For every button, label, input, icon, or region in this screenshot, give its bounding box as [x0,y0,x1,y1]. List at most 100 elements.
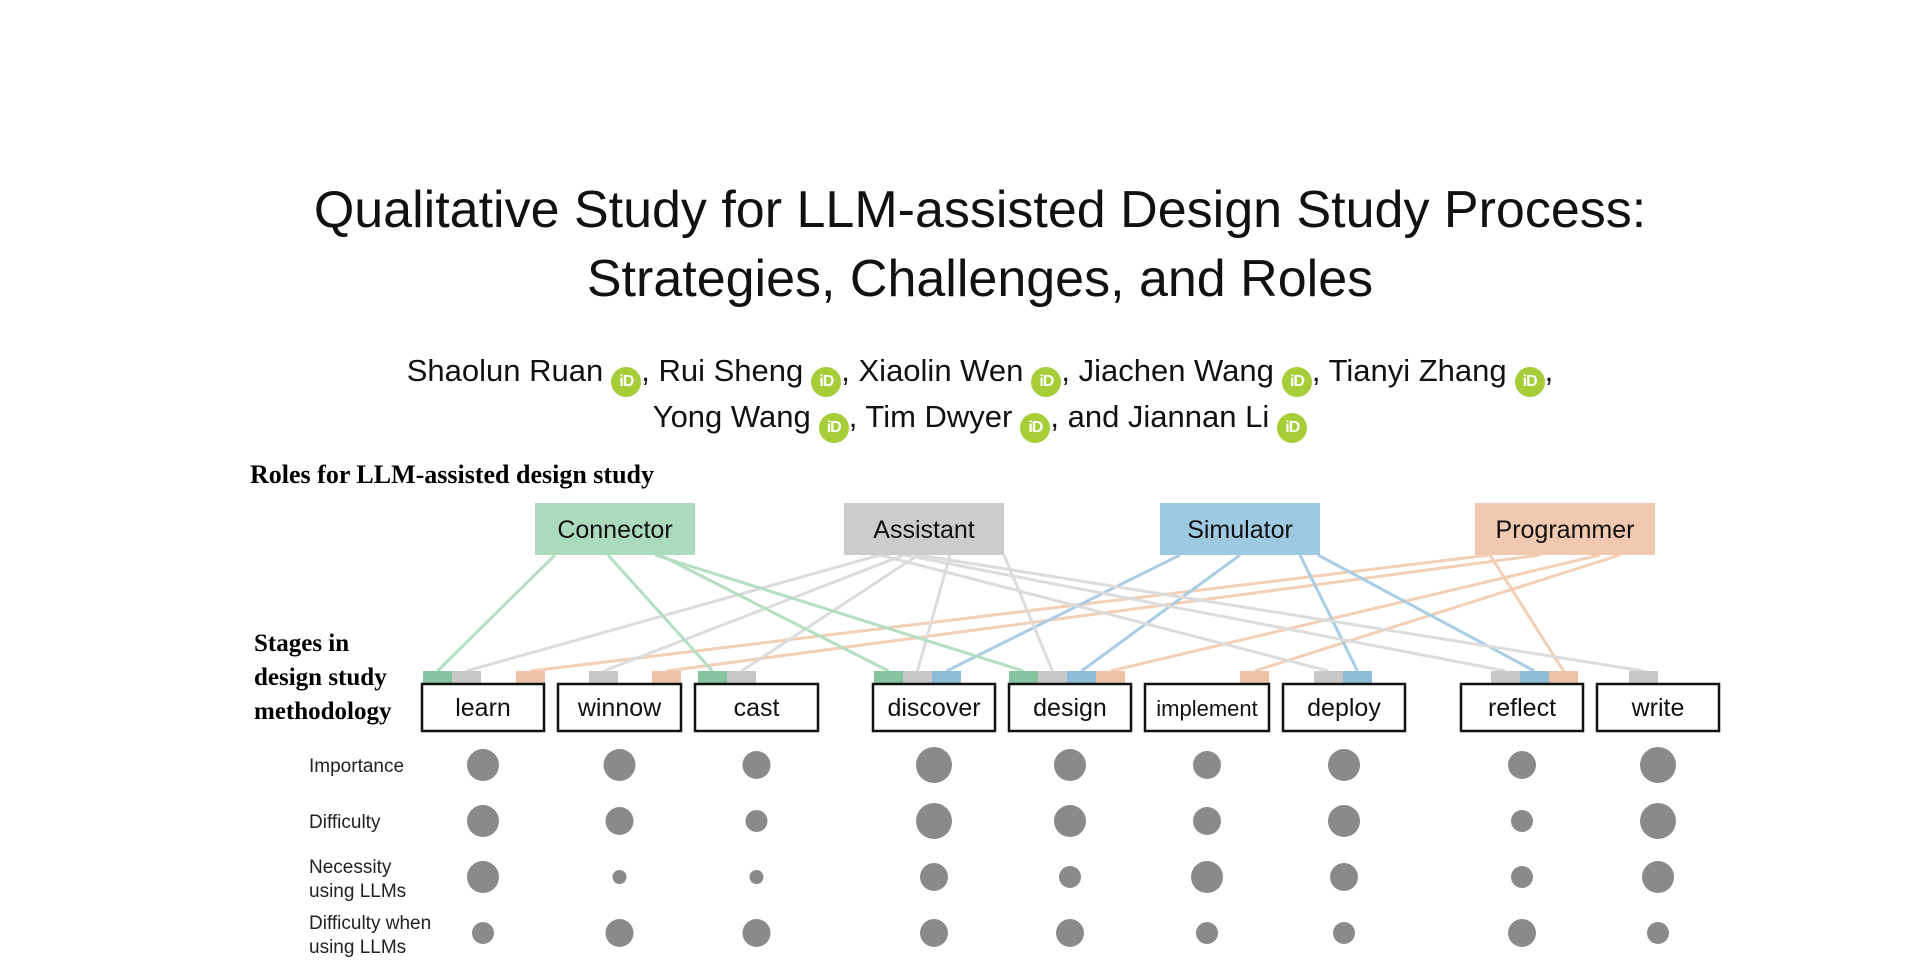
metric-dot-design [1056,919,1084,947]
mark-assistant-deploy [1314,671,1343,683]
metric-label-line: Necessity [309,857,392,878]
stage-label-reflect: reflect [1488,694,1556,722]
stages-heading-line-1: Stages in [254,630,349,657]
orcid-icon[interactable]: iD [811,367,842,397]
stages-heading-line-3: methodology [254,698,392,725]
mark-connector-discover [874,671,903,683]
metric-dot-deploy [1330,863,1358,891]
connection-assistant-write [917,553,1644,673]
role-box-programmer [1475,503,1655,555]
author-separator: , [1544,353,1554,388]
metric-label-line: Difficulty [309,812,381,833]
connection-connector-cast [606,553,714,673]
stage-box-discover [871,682,997,733]
metric-dot-write [1642,861,1674,893]
author-separator: , [641,353,659,388]
metric-dot-winnow [605,807,634,835]
metric-dot-discover [916,747,952,783]
stage-box-reflect [1459,682,1585,733]
metric-label: Necessity using LLMs [309,857,406,902]
connection-programmer-implement [1254,553,1621,673]
connection-programmer-learn [530,553,1491,673]
metric-dot-write [1647,922,1669,944]
mark-assistant-design [1038,671,1067,683]
role-box-assistant [844,503,1004,555]
metric-label: Difficulty when using LLMs [309,913,431,958]
metric-dot-discover [920,919,948,947]
stage-label-write: write [1631,694,1685,722]
connection-assistant-deploy [879,553,1329,673]
metric-dot-design [1054,749,1086,781]
metric-label: Importance [309,756,404,777]
stage-box-learn [420,682,546,733]
stage-box-cast [693,682,820,733]
metric-dot-winnow [605,919,634,947]
connection-simulator-design [1080,553,1241,673]
author-name: Xiaolin Wen [858,353,1024,388]
mark-simulator-design [1067,671,1096,683]
orcid-icon[interactable]: iD [1020,413,1051,443]
mark-connector-learn [423,671,452,683]
metric-label-line: using LLMs [309,937,406,958]
connection-simulator-reflect [1317,553,1536,673]
orcid-icon[interactable]: iD [1277,413,1308,443]
metric-dot-implement [1191,861,1223,893]
orcid-icon[interactable]: iD [611,367,642,397]
author-name: Tianyi Zhang [1328,353,1507,388]
role-label-assistant: Assistant [873,516,974,544]
paper-title-line-1: Qualitative Study for LLM-assisted Desig… [313,181,1647,239]
stages-heading-line-2: design study [254,664,387,691]
connection-simulator-deploy [1298,554,1359,672]
role-stage-connections [436,553,1644,673]
author-separator: , [848,399,866,434]
connection-programmer-reflect [1488,554,1565,672]
mark-simulator-reflect [1520,671,1549,683]
roles-heading: Roles for LLM-assisted design study [250,460,654,489]
orcid-icon[interactable]: iD [818,413,849,443]
orcid-icon[interactable]: iD [1281,367,1312,397]
author-name: Yong Wang [652,399,811,434]
metric-label-line: using LLMs [309,881,406,902]
metric-dot-reflect [1508,751,1536,779]
stage-label-deploy: deploy [1307,694,1381,722]
connection-assistant-discover [916,554,952,672]
metric-label-line: Difficulty when [309,913,431,934]
stage-box-winnow [556,682,683,733]
mark-assistant-write [1629,671,1658,683]
role-label-programmer: Programmer [1496,516,1635,544]
mark-programmer-winnow [652,671,681,683]
author-name: Shaolun Ruan [406,353,604,388]
mark-assistant-reflect [1491,671,1520,683]
author-separator: , [1311,353,1329,388]
metric-label-line: Importance [309,756,404,777]
stage-label-learn: learn [455,694,511,722]
metric-dot-deploy [1328,805,1360,837]
metric-dot-winnow [612,870,627,884]
metric-dot-cast [742,751,771,779]
orcid-icon[interactable]: iD [1031,367,1062,397]
metric-dot-cast [742,919,771,947]
metric-dot-implement [1193,807,1221,835]
metric-dot-write [1640,803,1676,839]
role-label-connector: Connector [557,516,672,544]
metric-dot-learn [467,749,499,781]
mark-assistant-cast [727,671,756,683]
metric-dot-cast [745,810,768,832]
mark-programmer-design [1096,671,1125,683]
metric-dot-write [1640,747,1676,783]
orcid-icon[interactable]: iD [1514,367,1545,397]
connection-programmer-design [1110,553,1601,673]
paper-title: Qualitative Study for LLM-assisted Desig… [0,176,1920,314]
mark-assistant-discover [903,671,932,683]
stage-label-implement: implement [1156,696,1257,721]
author-separator: , and [1050,399,1128,434]
role-box-connector [535,503,695,555]
metric-dot-learn [467,861,499,893]
metric-dot-deploy [1333,922,1355,944]
stage-box-design [1007,682,1133,733]
mark-programmer-implement [1240,671,1269,683]
metric-dot-design [1059,866,1081,888]
